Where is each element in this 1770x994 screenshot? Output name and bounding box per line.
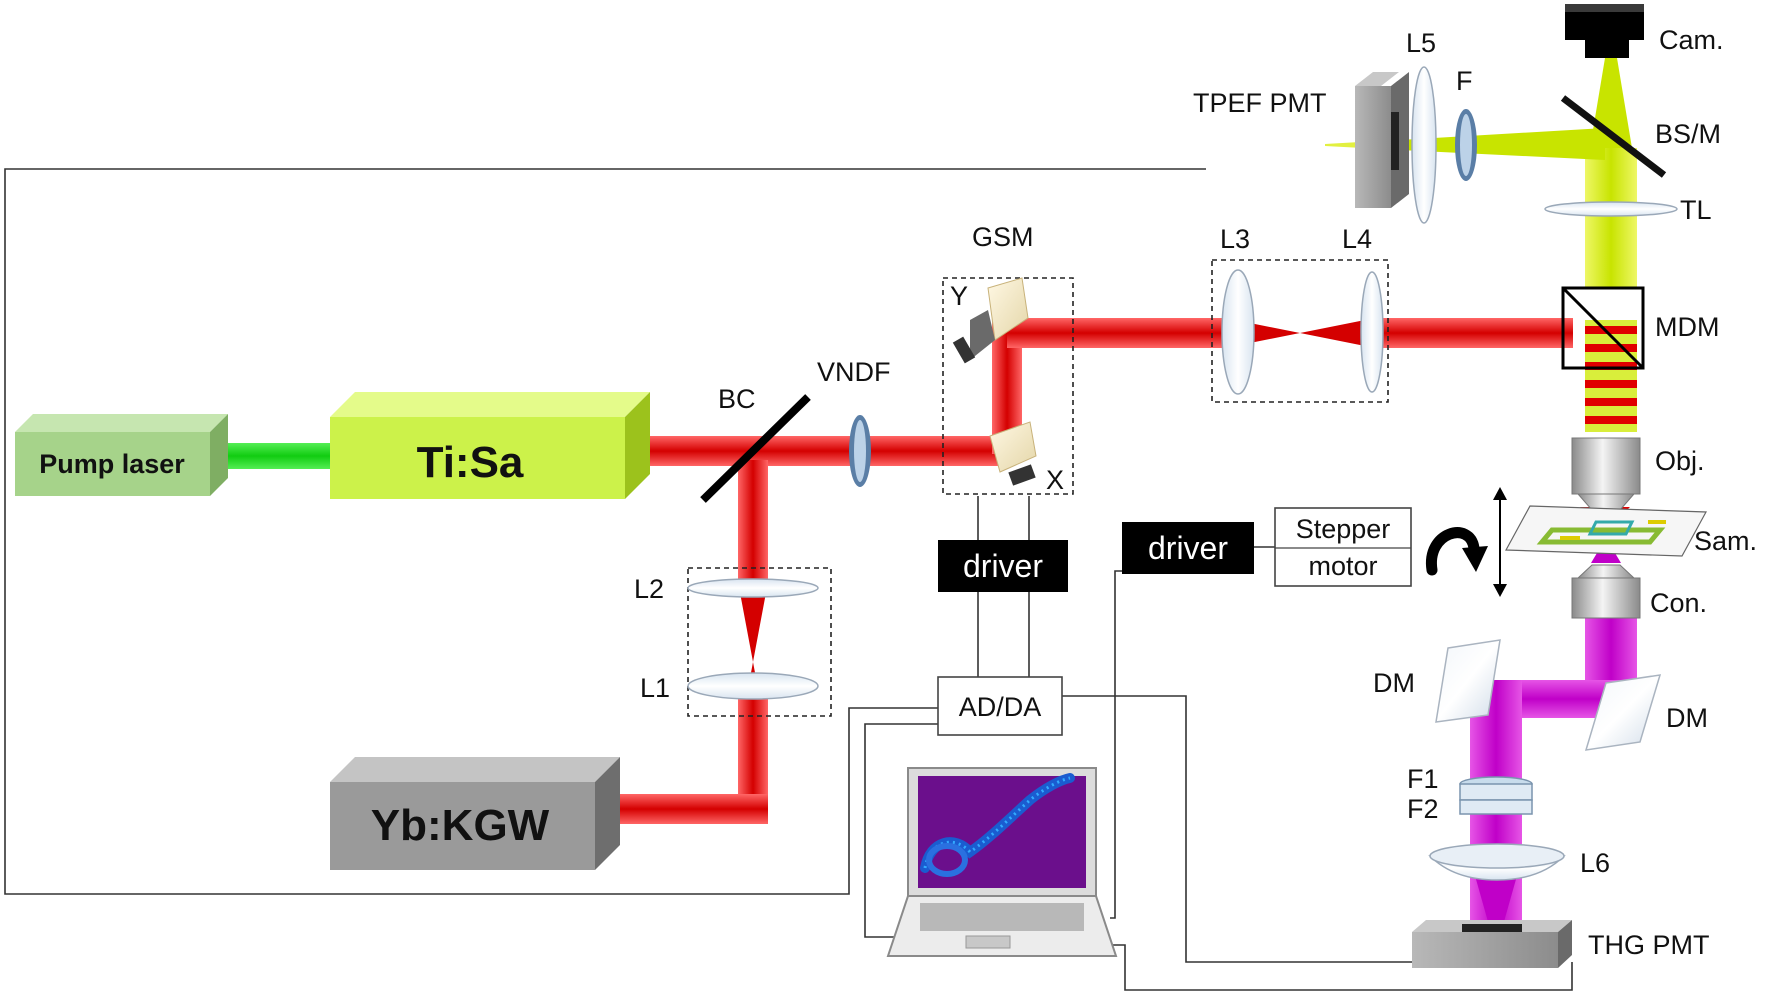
laptop-icon (886, 767, 1118, 957)
l1-label: L1 (640, 673, 670, 703)
gsm-driver-box (938, 540, 1068, 592)
lens-l3 (1221, 269, 1255, 395)
l5-label: L5 (1406, 28, 1436, 58)
dm-left-label: DM (1373, 668, 1415, 698)
f1-label: F1 (1407, 764, 1439, 794)
beam-splitter-mirror (1560, 95, 1667, 178)
signal-wires (4, 168, 1573, 991)
dichroic-mirror-right (1584, 674, 1662, 751)
gsm-box (942, 277, 1074, 495)
tl-label: TL (1680, 195, 1712, 225)
ti-sa-label: Ti:Sa (417, 438, 524, 487)
thg-pmt (1412, 920, 1572, 968)
vertical-translation-arrow (1493, 487, 1507, 597)
l4-label: L4 (1342, 224, 1372, 254)
tpef-pmt (1355, 72, 1409, 208)
camera-icon (1565, 4, 1644, 58)
ad-da-box (937, 676, 1063, 736)
galvo-mirror-x (989, 421, 1037, 486)
mdm-cube (1561, 286, 1645, 370)
filters-f1-f2 (1459, 776, 1533, 815)
pump-laser-label: Pump laser (39, 449, 185, 479)
stepper-label-line1: Stepper (1296, 514, 1391, 544)
lens-l1 (687, 672, 819, 700)
stage-driver-label: driver (1148, 530, 1228, 566)
rotation-arrow-icon (1426, 527, 1488, 576)
lens-l2 (687, 578, 819, 598)
galvo-mirror-y (952, 277, 1029, 364)
stepper-label-line2: motor (1308, 551, 1377, 581)
l2-label: L2 (634, 574, 664, 604)
bc-label: BC (718, 384, 756, 414)
mdm-label: MDM (1655, 312, 1719, 342)
obj-label: Obj. (1655, 446, 1705, 476)
f2-label: F2 (1407, 794, 1439, 824)
gsm-x-label: X (1046, 465, 1064, 495)
lens-l5 (1411, 66, 1437, 224)
thg-pmt-label: THG PMT (1588, 930, 1710, 960)
gsm-driver-label: driver (963, 548, 1043, 584)
pump-laser: Pump laser (15, 414, 228, 496)
mdm-diagonal (1561, 286, 1645, 370)
ti-sa-laser: Ti:Sa (330, 392, 650, 499)
yb-kgw-laser: Yb:KGW (330, 757, 620, 870)
lens-l4 (1360, 271, 1384, 393)
bs-m-label: BS/M (1655, 119, 1721, 149)
stage-driver-box (1122, 522, 1254, 574)
cam-label: Cam. (1659, 25, 1724, 55)
l1-l2-telescope-box (687, 567, 832, 717)
f-label: F (1456, 66, 1473, 96)
condenser (1571, 564, 1641, 619)
dichroic-mirror-left (1435, 639, 1501, 723)
sam-label: Sam. (1694, 526, 1757, 556)
vndf-label: VNDF (817, 357, 891, 387)
tube-lens (1544, 201, 1678, 217)
objective (1571, 437, 1641, 511)
stepper-motor-box (1274, 507, 1412, 587)
yb-kgw-label: Yb:KGW (371, 801, 550, 850)
con-label: Con. (1650, 588, 1707, 618)
l3-label: L3 (1220, 224, 1250, 254)
tpef-pmt-label: TPEF PMT (1193, 88, 1327, 118)
filter-f (1455, 109, 1477, 181)
gsm-y-label: Y (950, 281, 968, 311)
sample-slide (1505, 505, 1707, 557)
lens-l6-top (1429, 843, 1565, 869)
ad-da-label: AD/DA (959, 692, 1042, 722)
beam-combiner-mirror (700, 394, 811, 503)
l6-label: L6 (1580, 848, 1610, 878)
vndf-filter (849, 415, 871, 487)
gsm-label: GSM (972, 222, 1034, 252)
l3-l4-telescope-box (1211, 259, 1389, 403)
dm-right-label: DM (1666, 703, 1708, 733)
